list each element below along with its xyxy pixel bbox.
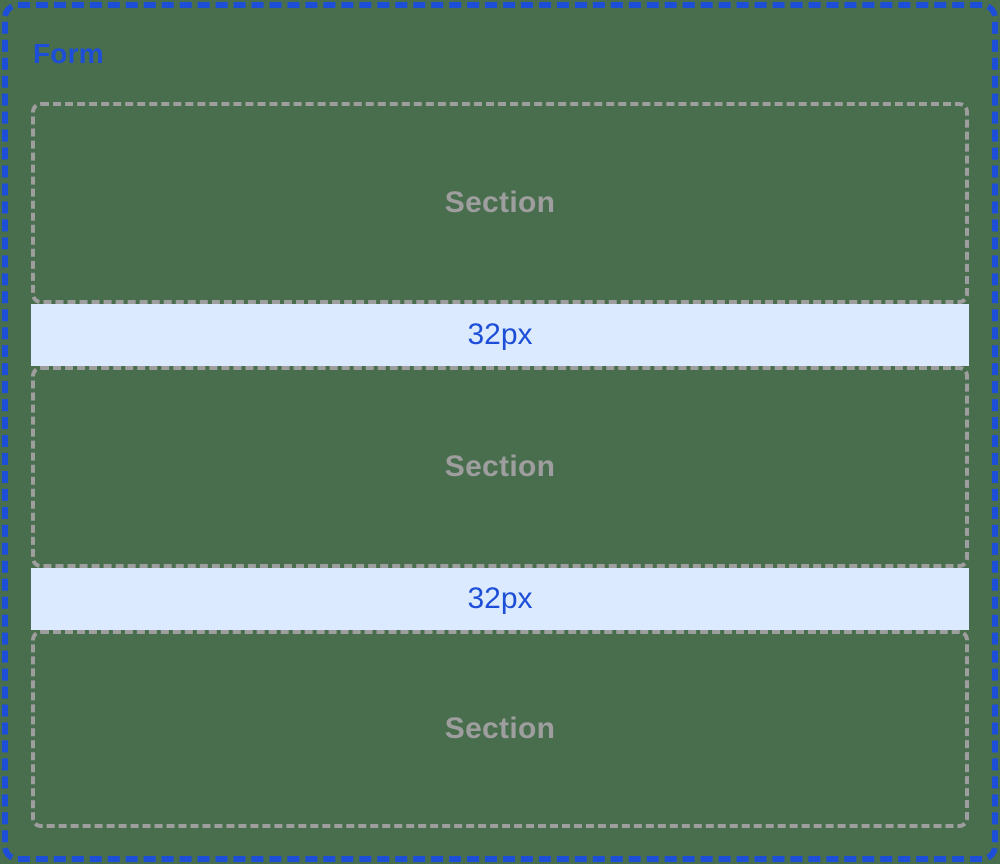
section-label: Section [444,450,556,483]
section-label: Section [444,712,556,745]
form-label: Form [33,38,104,69]
spacer-32px-2: 32px [31,568,969,630]
spacer-32px-1: 32px [31,304,969,366]
spacer-label: 32px [467,318,533,351]
section-box-3: Section [31,630,969,828]
section-label: Section [444,186,556,219]
section-box-2: Section [31,366,969,568]
spacer-label: 32px [467,582,533,615]
form-sections-stack: Section 32px Section 32px Section [31,102,969,828]
section-box-1: Section [31,102,969,304]
